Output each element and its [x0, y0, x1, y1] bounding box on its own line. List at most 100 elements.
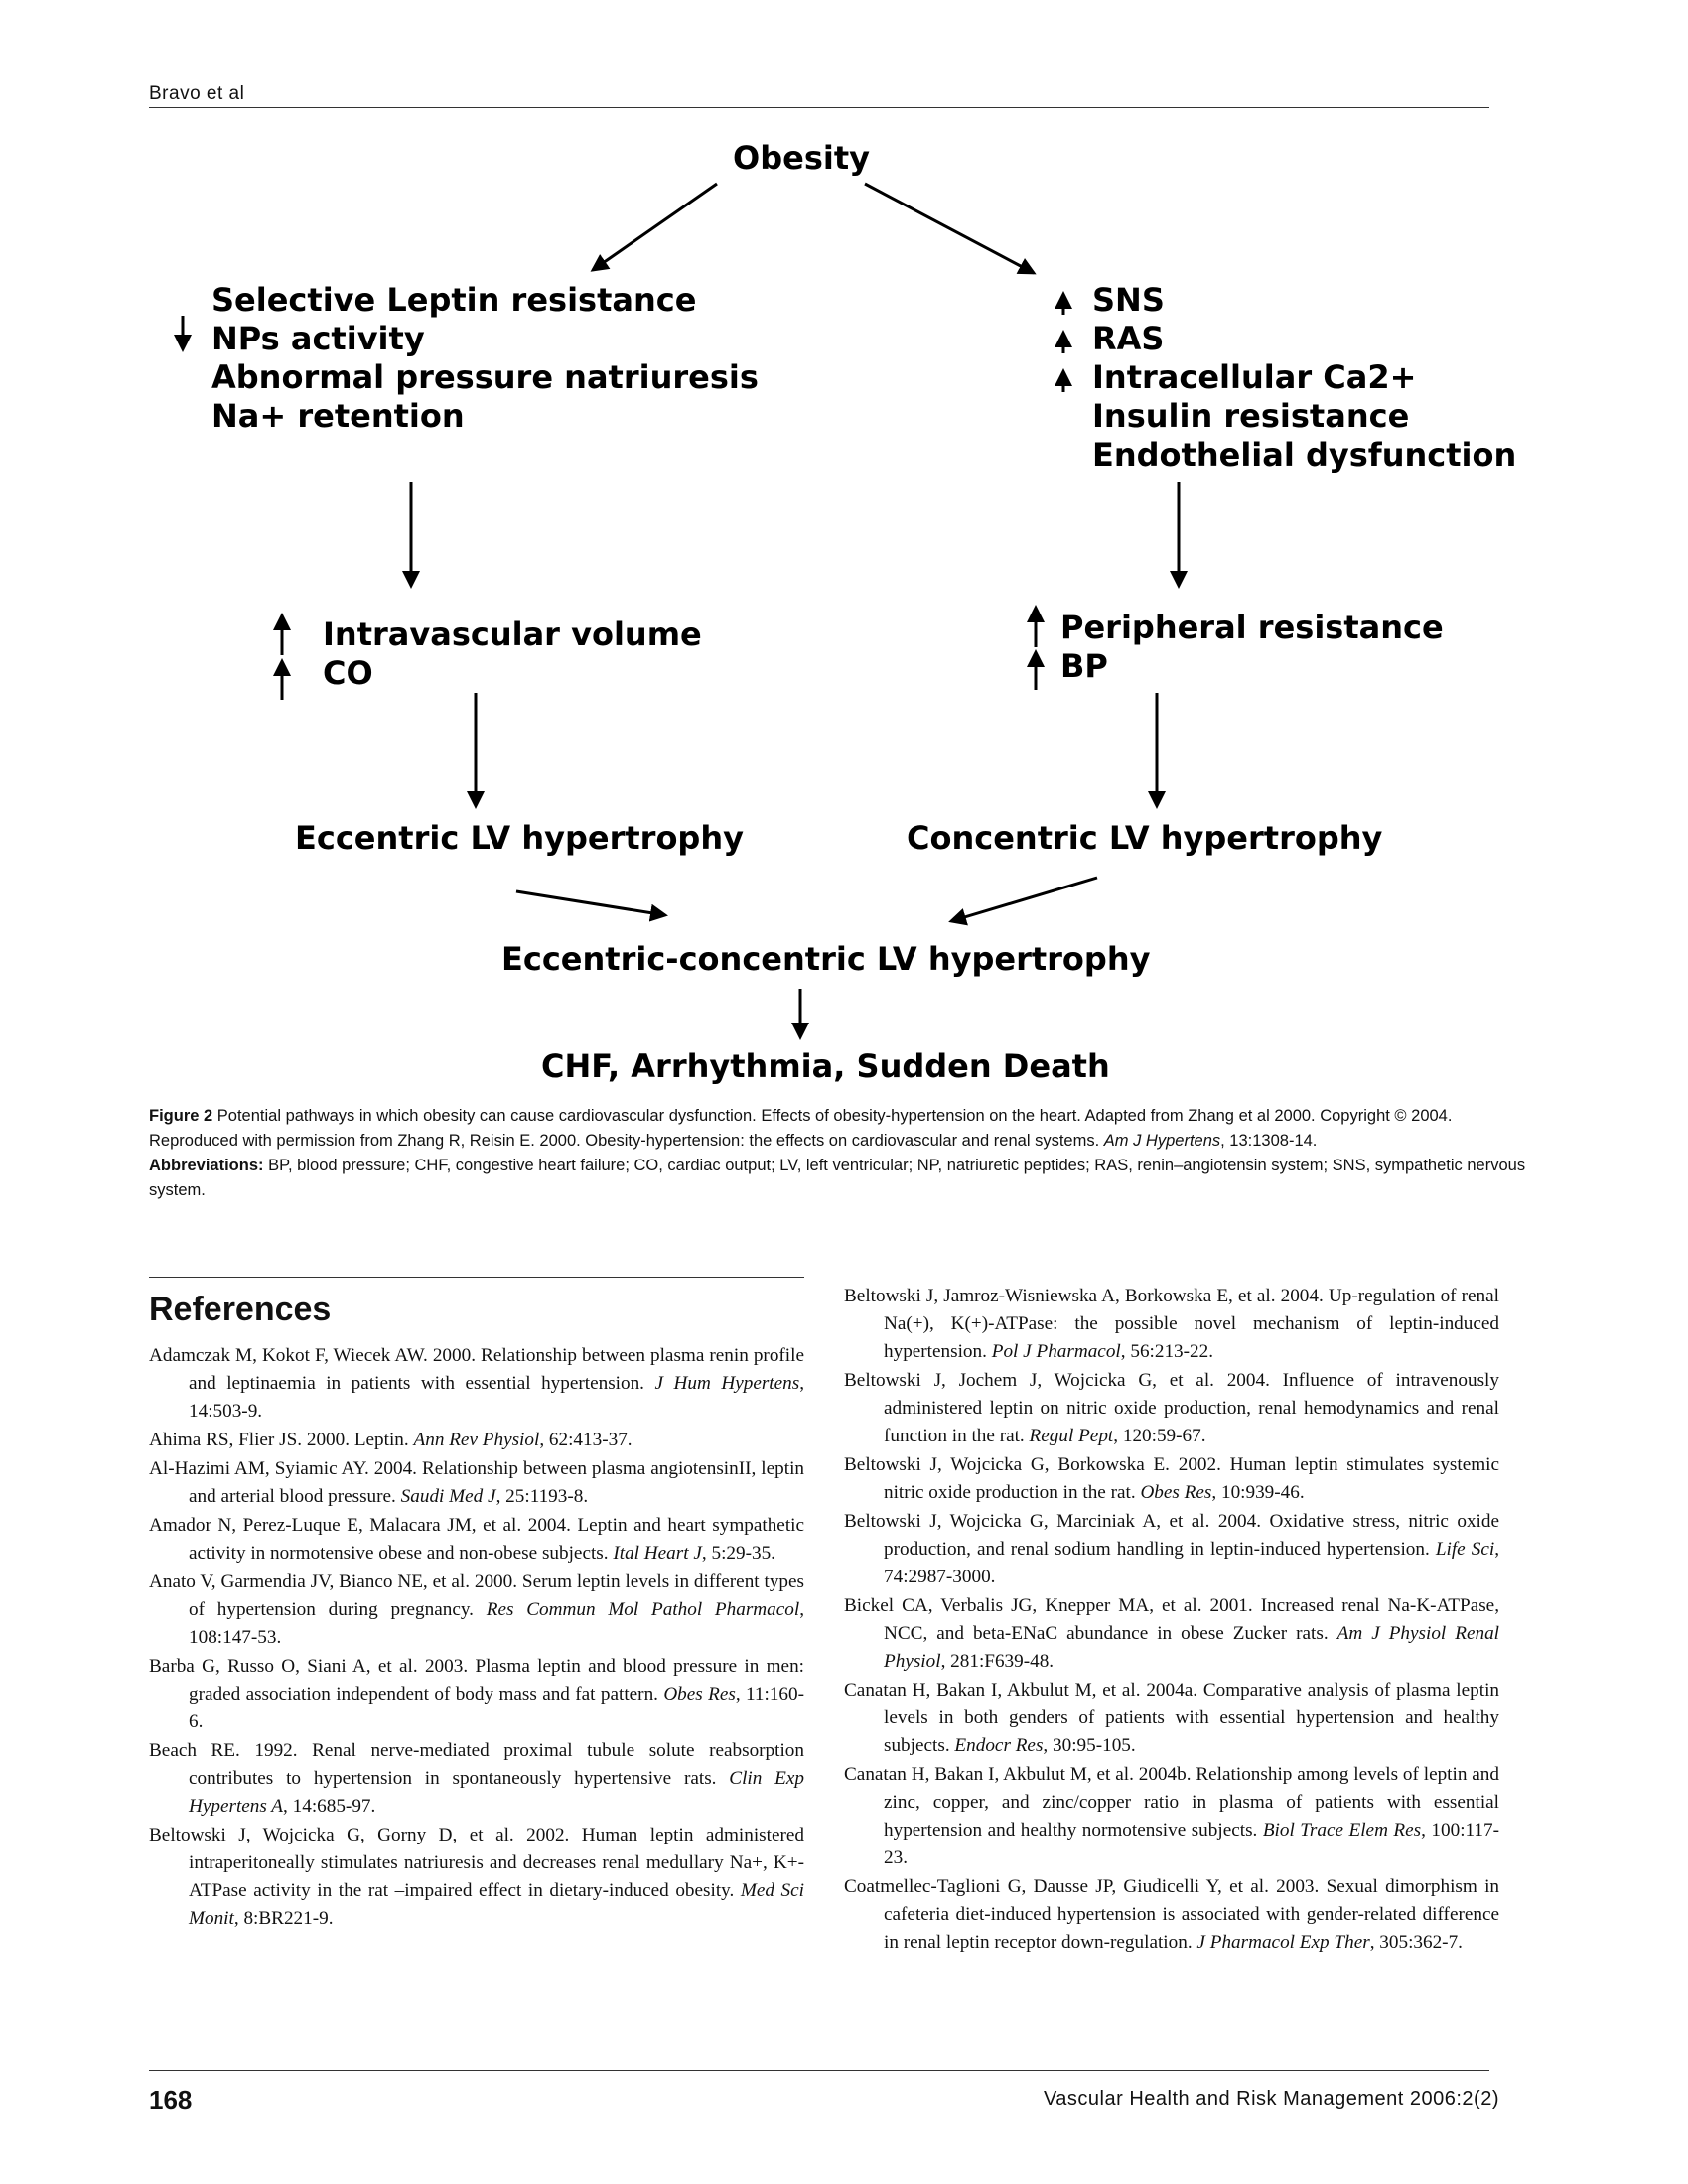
reference-citation: , 74:2987-3000.: [884, 1539, 1499, 1587]
reference-journal: J Hum Hypertens: [654, 1373, 800, 1394]
diagram-arrows: [174, 182, 1188, 1040]
reference-citation: , 56:213-22.: [1120, 1341, 1214, 1362]
header-rule: [149, 107, 1489, 108]
node-left-top: Selective Leptin resistance NPs activity…: [211, 281, 759, 436]
references-left-column: Adamczak M, Kokot F, Wiecek AW. 2000. Re…: [149, 1342, 804, 1934]
left-mid-line-1: Intravascular volume: [323, 615, 702, 653]
reference-citation: , 14:685-97.: [283, 1796, 376, 1817]
node-right-mid: Peripheral resistance BP: [1060, 609, 1444, 686]
reference-journal: Ital Heart J: [613, 1543, 702, 1564]
caption-main: Figure 2 Potential pathways in which obe…: [149, 1104, 1539, 1154]
reference-entry: Adamczak M, Kokot F, Wiecek AW. 2000. Re…: [149, 1342, 804, 1426]
reference-text: Amador N, Perez-Luque E, Malacara JM, et…: [149, 1515, 804, 1564]
reference-entry: Canatan H, Bakan I, Akbulut M, et al. 20…: [844, 1677, 1499, 1760]
arrow-obesity-right: [864, 182, 1037, 275]
reference-citation: , 5:29-35.: [701, 1543, 775, 1564]
reference-entry: Ahima RS, Flier JS. 2000. Leptin. Ann Re…: [149, 1427, 804, 1454]
reference-entry: Coatmellec-Taglioni G, Dausse JP, Giudic…: [844, 1873, 1499, 1957]
reference-entry: Amador N, Perez-Luque E, Malacara JM, et…: [149, 1512, 804, 1568]
reference-citation: , 25:1193-8.: [495, 1486, 589, 1507]
reference-text: Beltowski J, Wojcicka G, Gorny D, et al.…: [149, 1825, 804, 1901]
figure-2-diagram: Obesity Selective Leptin resistance NPs …: [0, 119, 1688, 1112]
reference-citation: , 108:147-53.: [189, 1599, 804, 1648]
reference-citation: , 62:413-37.: [539, 1430, 633, 1450]
reference-citation: , 10:939-46.: [1211, 1482, 1305, 1503]
reference-entry: Beltowski J, Wojcicka G, Borkowska E. 20…: [844, 1451, 1499, 1507]
node-right-top: SNS RAS Intracellular Ca2+ Insulin resis…: [1092, 281, 1516, 475]
reference-journal: Biol Trace Elem Res: [1262, 1820, 1422, 1841]
right-top-line-1: SNS: [1092, 281, 1165, 319]
caption-abbreviations: Abbreviations: BP, blood pressure; CHF, …: [149, 1154, 1539, 1203]
right-top-line-3: Intracellular Ca2+: [1092, 358, 1417, 396]
reference-journal: Saudi Med J: [400, 1486, 496, 1507]
right-top-line-2: RAS: [1092, 320, 1165, 357]
reference-journal: J Pharmacol Exp Ther: [1196, 1932, 1370, 1953]
node-left-mid: Intravascular volume CO: [323, 615, 702, 693]
right-mid-line-2: BP: [1060, 647, 1108, 685]
reference-entry: Beltowski J, Wojcicka G, Gorny D, et al.…: [149, 1822, 804, 1933]
running-header-author: Bravo et al: [149, 83, 245, 104]
node-combined: Eccentric-concentric LV hypertrophy: [501, 940, 1151, 978]
right-mid-line-1: Peripheral resistance: [1060, 609, 1444, 646]
caption-text: Potential pathways in which obesity can …: [149, 1107, 1453, 1150]
caption-figure-label: Figure 2: [149, 1107, 213, 1125]
reference-text: Ahima RS, Flier JS. 2000. Leptin.: [149, 1430, 414, 1450]
left-top-line-3: Abnormal pressure natriuresis: [211, 358, 759, 396]
reference-journal: Med Sci Monit: [189, 1880, 804, 1929]
reference-citation: , 11:160-6.: [189, 1684, 804, 1732]
caption-tail: , 13:1308-14.: [1220, 1132, 1318, 1150]
right-top-line-5: Endothelial dysfunction: [1092, 436, 1517, 474]
reference-text: Beach RE. 1992. Renal nerve-mediated pro…: [149, 1740, 804, 1789]
reference-citation: , 8:BR221-9.: [233, 1908, 334, 1929]
reference-entry: Al-Hazimi AM, Syiamic AY. 2004. Relation…: [149, 1455, 804, 1511]
reference-journal: Res Commun Mol Pathol Pharmacol: [486, 1599, 800, 1620]
reference-journal: Obes Res: [663, 1684, 736, 1705]
node-concentric: Concentric LV hypertrophy: [907, 819, 1383, 857]
reference-journal: Regul Pept: [1029, 1426, 1114, 1446]
reference-text: Barba G, Russo O, Siani A, et al. 2003. …: [149, 1656, 804, 1705]
reference-citation: , 30:95-105.: [1043, 1735, 1136, 1756]
reference-text: Anato V, Garmendia JV, Bianco NE, et al.…: [149, 1571, 804, 1620]
reference-journal: Life Sci: [1435, 1539, 1495, 1560]
reference-journal: Am J Physiol Renal Physiol: [884, 1623, 1500, 1672]
page-number: 168: [149, 2085, 193, 2115]
node-outcome: CHF, Arrhythmia, Sudden Death: [541, 1047, 1110, 1085]
reference-text: Beltowski J, Jamroz-Wisniewska A, Borkow…: [844, 1286, 1499, 1362]
left-top-line-4: Na+ retention: [211, 397, 465, 435]
reference-entry: Canatan H, Bakan I, Akbulut M, et al. 20…: [844, 1761, 1499, 1872]
reference-entry: Barba G, Russo O, Siani A, et al. 2003. …: [149, 1653, 804, 1736]
left-mid-line-2: CO: [323, 654, 373, 692]
reference-journal: Obes Res: [1140, 1482, 1212, 1503]
footer-rule: [149, 2070, 1489, 2071]
reference-journal: Clin Exp Hypertens A: [189, 1768, 805, 1817]
reference-citation: , 281:F639-48.: [940, 1651, 1055, 1672]
footer-journal: Vascular Health and Risk Management 2006…: [1043, 2088, 1499, 2110]
reference-citation: , 120:59-67.: [1113, 1426, 1206, 1446]
reference-entry: Beltowski J, Wojcicka G, Marciniak A, et…: [844, 1508, 1499, 1591]
reference-citation: , 305:362-7.: [1369, 1932, 1463, 1953]
node-obesity: Obesity: [733, 139, 870, 177]
arrow-obesity-left: [590, 182, 718, 272]
reference-citation: , 14:503-9.: [189, 1373, 805, 1422]
reference-entry: Bickel CA, Verbalis JG, Knepper MA, et a…: [844, 1592, 1499, 1676]
reference-text: Beltowski J, Jochem J, Wojcicka G, et al…: [844, 1370, 1499, 1446]
reference-entry: Anato V, Garmendia JV, Bianco NE, et al.…: [149, 1569, 804, 1652]
references-right-column: Beltowski J, Jamroz-Wisniewska A, Borkow…: [844, 1283, 1499, 1958]
right-top-line-4: Insulin resistance: [1092, 397, 1410, 435]
reference-citation: , 100:117-23.: [884, 1820, 1499, 1868]
reference-entry: Beach RE. 1992. Renal nerve-mediated pro…: [149, 1737, 804, 1821]
reference-journal: Ann Rev Physiol: [413, 1430, 540, 1450]
reference-text: Coatmellec-Taglioni G, Dausse JP, Giudic…: [844, 1876, 1499, 1953]
reference-journal: Endocr Res: [954, 1735, 1044, 1756]
reference-text: Al-Hazimi AM, Syiamic AY. 2004. Relation…: [149, 1458, 804, 1507]
reference-entry: Beltowski J, Jochem J, Wojcicka G, et al…: [844, 1367, 1499, 1450]
figure-caption: Figure 2 Potential pathways in which obe…: [149, 1104, 1539, 1203]
reference-text: Canatan H, Bakan I, Akbulut M, et al. 20…: [844, 1680, 1499, 1756]
arrow-eccentric-to-combined: [515, 889, 668, 922]
arrow-concentric-to-combined: [948, 876, 1098, 926]
reference-text: Beltowski J, Wojcicka G, Marciniak A, et…: [844, 1511, 1499, 1560]
reference-journal: Pol J Pharmacol: [991, 1341, 1121, 1362]
caption-abbr-text: BP, blood pressure; CHF, congestive hear…: [149, 1157, 1526, 1199]
reference-entry: Beltowski J, Jamroz-Wisniewska A, Borkow…: [844, 1283, 1499, 1366]
reference-text: Beltowski J, Wojcicka G, Borkowska E. 20…: [844, 1454, 1499, 1503]
